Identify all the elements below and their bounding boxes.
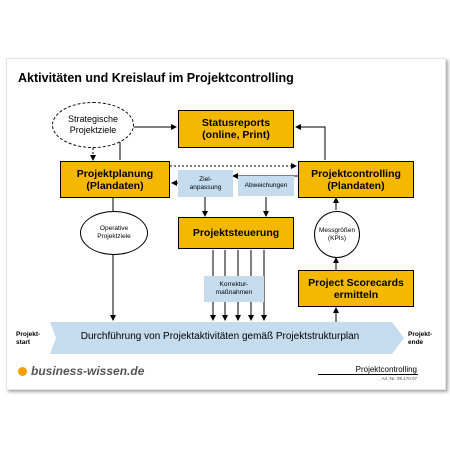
label-projektende: Projekt-ende bbox=[408, 331, 433, 346]
ellipse-messgroessen: Messgrößen (KPIs) bbox=[314, 211, 360, 258]
label-projektstart: Projekt-start bbox=[16, 331, 41, 346]
diagram-title: Aktivitäten und Kreislauf im Projektcont… bbox=[18, 71, 294, 85]
footer-article-number: Art.-Nr. 99.170.07 bbox=[381, 376, 417, 381]
ellipse-strategische-projektziele: Strategische Projektziele bbox=[52, 102, 134, 148]
ellipse-operative-projektziele: Operative Projektziele bbox=[80, 211, 148, 255]
label-abweichungen: Abweichungen bbox=[238, 176, 294, 196]
banner-arrow bbox=[50, 322, 404, 354]
box-project-scorecards: Project Scorecards ermitteln bbox=[298, 270, 414, 307]
banner-text: Durchführung von Projektaktivitäten gemä… bbox=[80, 331, 360, 342]
logo-text: business-wissen.de bbox=[31, 364, 145, 378]
arrow-controlling-to-status bbox=[295, 124, 326, 160]
footer-title: Projektcontrolling bbox=[355, 365, 417, 374]
box-projektcontrolling: Projektcontrolling (Plandaten) bbox=[298, 161, 414, 198]
label-korrekturmassnahmen: Korrektur-maßnahmen bbox=[204, 276, 264, 302]
box-projektplanung: Projektplanung (Plandaten) bbox=[60, 161, 170, 198]
box-projektsteuerung: Projektsteuerung bbox=[178, 217, 294, 249]
logo: business-wissen.de bbox=[18, 364, 144, 378]
label-zielanpassung: Ziel-anpassung bbox=[178, 170, 233, 197]
footer-divider bbox=[318, 374, 418, 375]
logo-dot-icon bbox=[18, 366, 27, 376]
box-statusreports: Statusreports (online, Print) bbox=[178, 110, 294, 148]
